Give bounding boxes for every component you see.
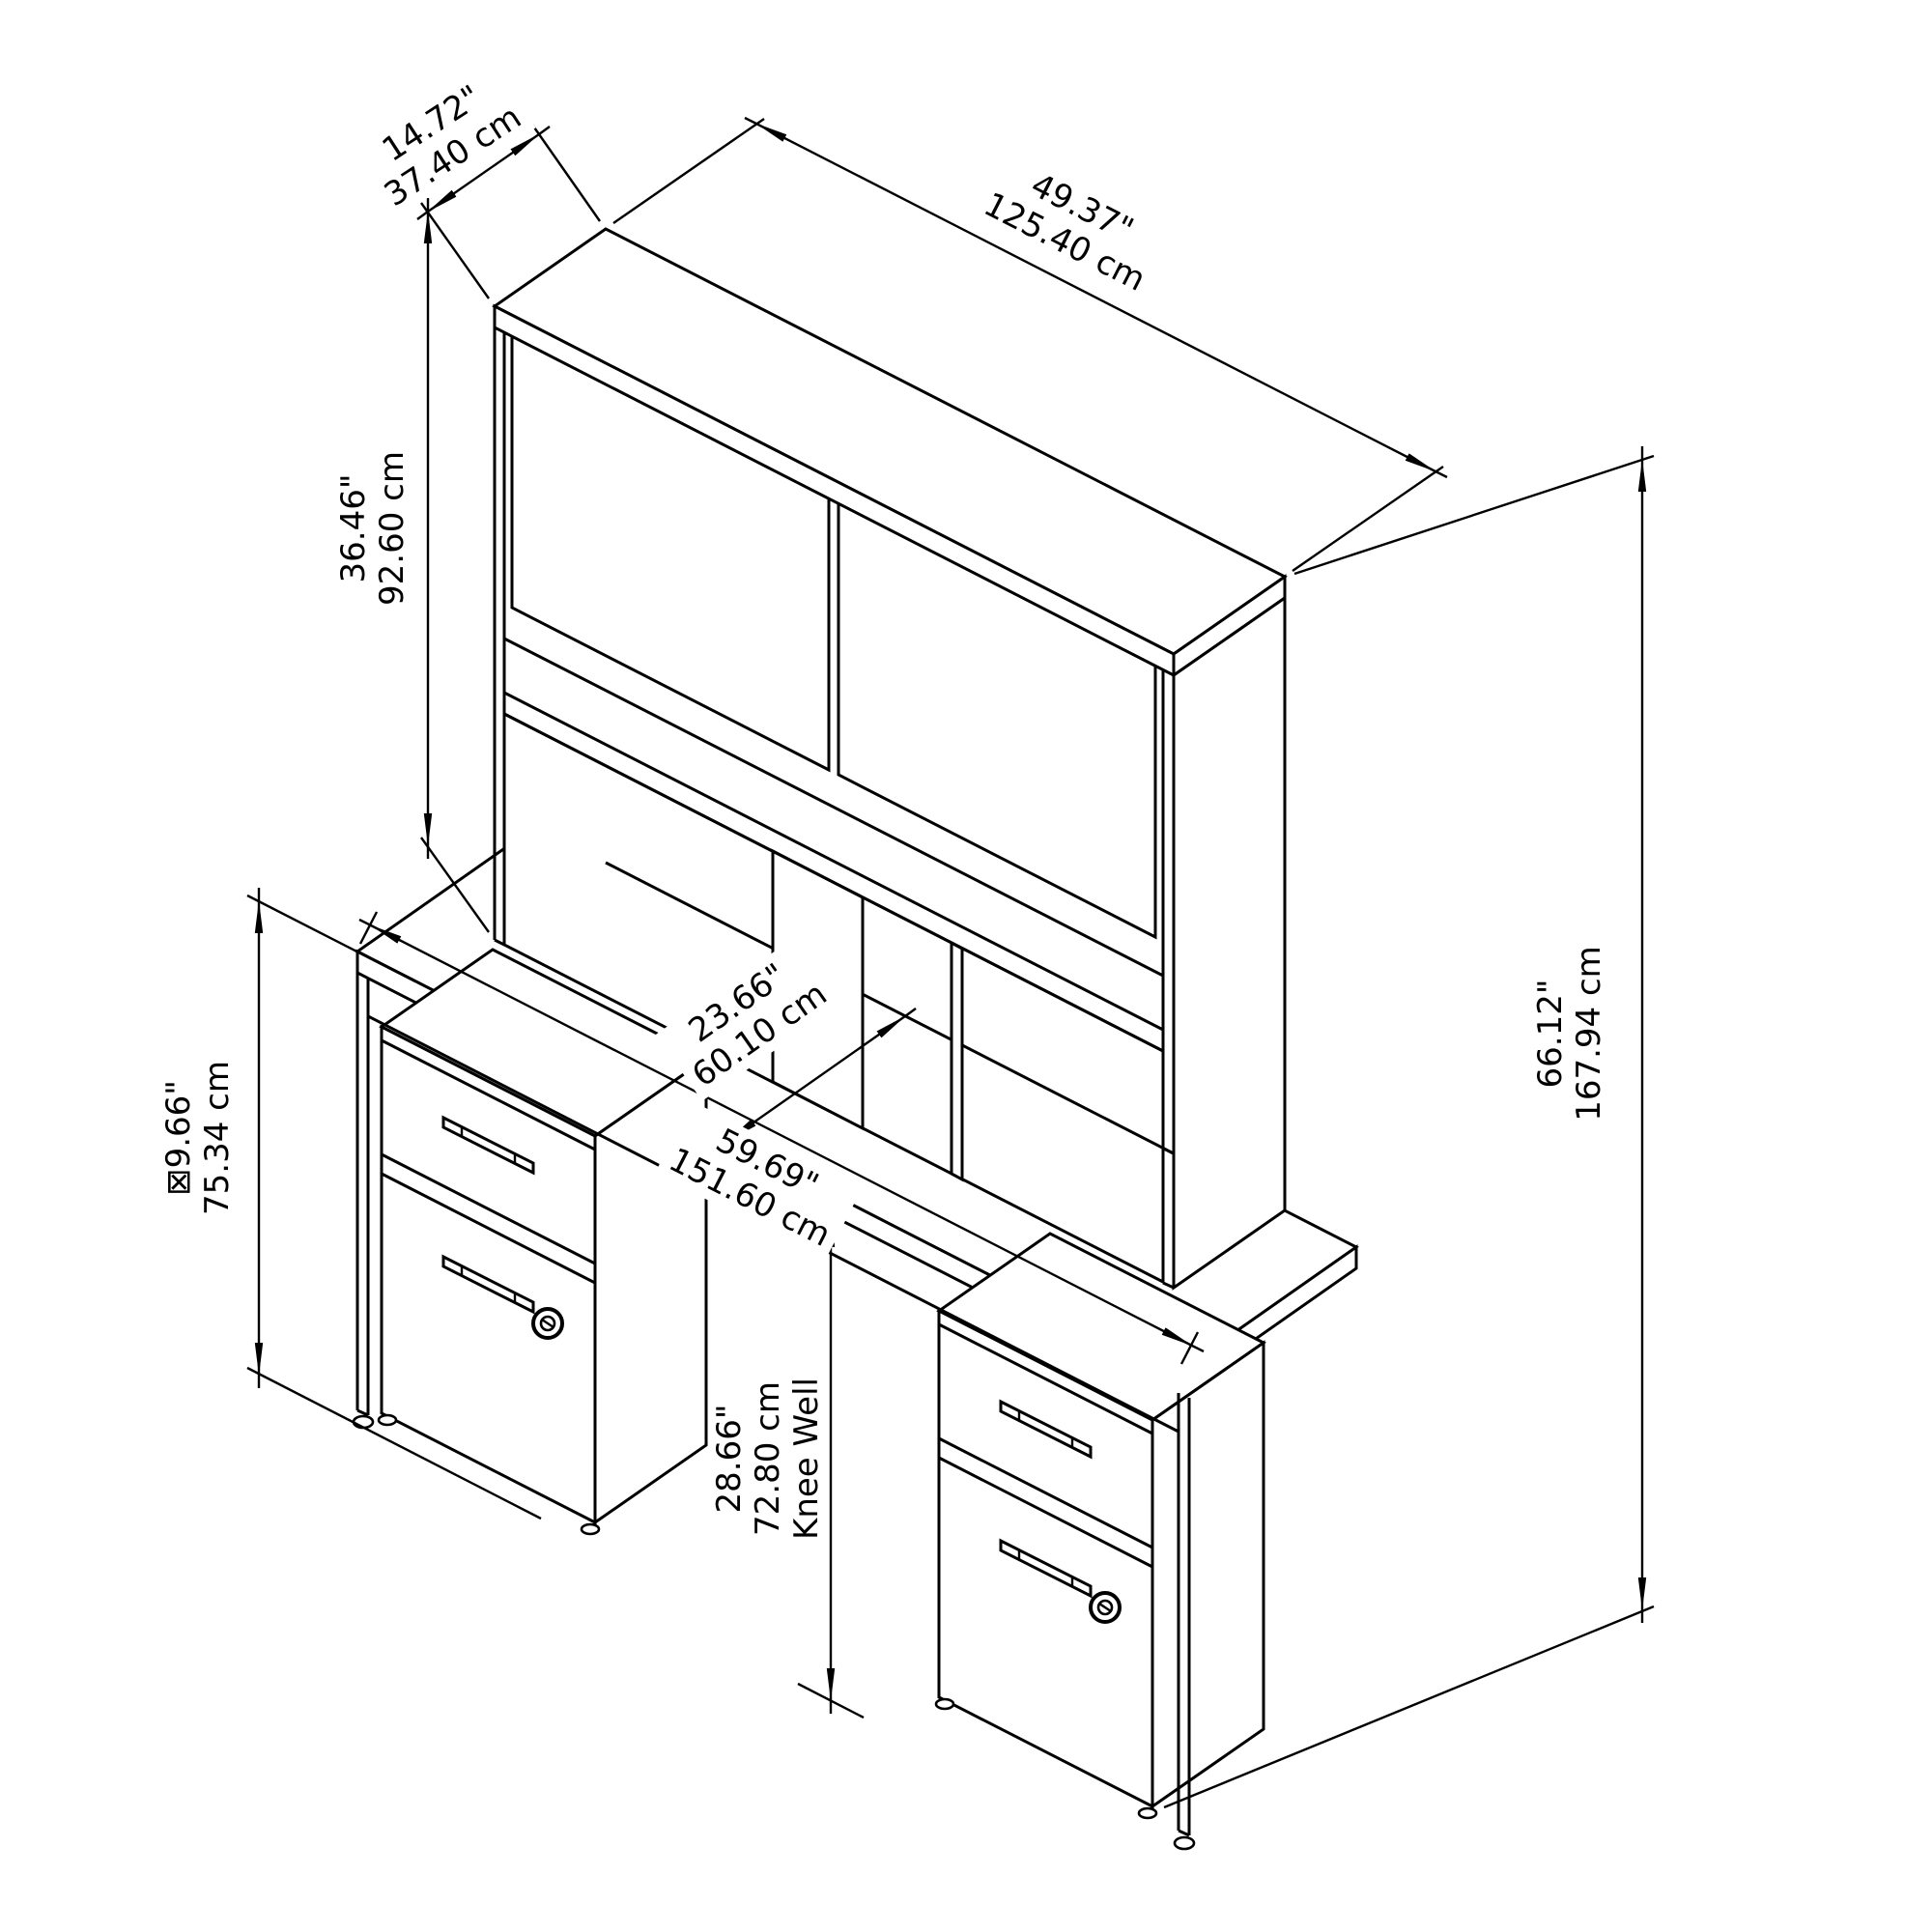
lock-icon bbox=[1089, 1591, 1122, 1624]
dim-value-in: ⊠9.66" bbox=[158, 1080, 198, 1196]
caster-foot bbox=[352, 1414, 375, 1430]
dim-value-cm: 72.80 cm bbox=[748, 1381, 787, 1536]
extension-line bbox=[420, 202, 490, 299]
dimension-line bbox=[755, 122, 1436, 473]
dim-value-in: 66.12" bbox=[1530, 979, 1570, 1089]
dimension-overhang bbox=[744, 116, 757, 126]
dimension-overall-height bbox=[1163, 446, 1655, 1809]
extension-line bbox=[1292, 466, 1444, 572]
desk-right-leg bbox=[1173, 1393, 1196, 1851]
hutch-shelf-back-edge bbox=[503, 637, 1164, 978]
dimension-overhang bbox=[1191, 1344, 1205, 1353]
extension-line bbox=[1179, 1331, 1200, 1365]
pedestal-right bbox=[934, 1232, 1266, 1820]
dimension-overhang bbox=[538, 126, 551, 135]
extension-line bbox=[1163, 1605, 1655, 1809]
dimension-hutch-width bbox=[612, 116, 1448, 572]
extension-line bbox=[797, 1682, 865, 1719]
dimension-hutch-height bbox=[420, 198, 490, 933]
drawing-line bbox=[999, 1399, 1093, 1460]
dim-value-in: 36.46" bbox=[333, 473, 373, 583]
dimension-line bbox=[370, 923, 1193, 1348]
drawing-line bbox=[1096, 1599, 1114, 1616]
dim-desk-height-label: ⊠9.66" 75.34 cm bbox=[156, 1053, 240, 1223]
dimension-overhang bbox=[416, 211, 429, 220]
extension-line bbox=[420, 837, 490, 933]
dimension-line bbox=[427, 133, 540, 213]
pedestal-right-front bbox=[937, 1308, 1154, 1809]
extension-line bbox=[1293, 454, 1655, 576]
dim-value-cm: 75.34 cm bbox=[198, 1061, 237, 1215]
caster-foot bbox=[377, 1413, 398, 1427]
caster-foot bbox=[1137, 1806, 1158, 1820]
dimension-overhang bbox=[358, 918, 372, 927]
extension-line bbox=[358, 911, 379, 945]
hutch-thin-divider bbox=[950, 940, 964, 1182]
caster-foot bbox=[1173, 1835, 1196, 1851]
hutch-right-panel bbox=[1172, 595, 1287, 1291]
caster-foot bbox=[580, 1522, 601, 1536]
caster-foot bbox=[934, 1697, 955, 1711]
dimension-desk-width bbox=[358, 911, 1205, 1365]
dimensions bbox=[246, 116, 1655, 1809]
drawing-line bbox=[1098, 1603, 1112, 1612]
dimension-overhang bbox=[1435, 469, 1448, 479]
dim-overall-height-label: 66.12" 167.94 cm bbox=[1528, 938, 1611, 1129]
dimension-hutch-depth bbox=[416, 124, 601, 299]
drawing-line bbox=[999, 1538, 1093, 1599]
desk-left-leg bbox=[352, 973, 375, 1430]
lock-icon bbox=[531, 1307, 564, 1340]
extension-line bbox=[612, 118, 765, 224]
drawing-line bbox=[356, 1408, 369, 1417]
dim-value-cm: 167.94 cm bbox=[1570, 946, 1608, 1122]
pedestal-right-drawer-divider-upper bbox=[938, 1436, 1153, 1549]
drawer-handle bbox=[999, 1399, 1093, 1460]
pedestal-right-drawer-divider-lower bbox=[938, 1456, 1153, 1569]
dim-value-in: 28.66" bbox=[709, 1404, 749, 1514]
drawing-line bbox=[1178, 1829, 1190, 1837]
dim-knee-well-label: 28.66" 72.80 cm Knee Well bbox=[707, 1370, 829, 1548]
extension-line bbox=[246, 1366, 542, 1520]
drawer-handle bbox=[999, 1538, 1093, 1599]
dim-value-note: Knee Well bbox=[787, 1378, 827, 1540]
extension-line bbox=[531, 124, 601, 222]
pedestal-right-side bbox=[1151, 1340, 1265, 1809]
dim-value-cm: 92.60 cm bbox=[373, 451, 412, 606]
dim-hutch-height-label: 36.46" 92.60 cm bbox=[331, 443, 414, 613]
